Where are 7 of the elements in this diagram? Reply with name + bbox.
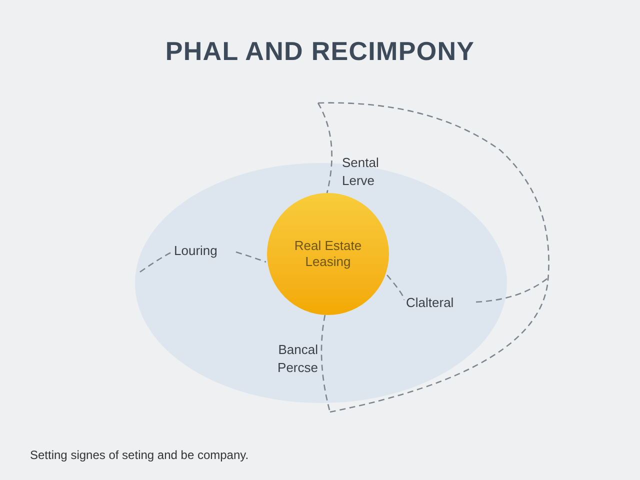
title: PHAL AND RECIMPONY — [164, 35, 476, 68]
arc-label: Sental Lerve — [342, 154, 380, 190]
arc-label: Louring — [174, 242, 218, 260]
circle-label: Real Estate Leasing — [293, 238, 363, 270]
arc-label: Bancal Percse — [276, 341, 318, 376]
caption: Setting signes of seting and be company. — [30, 447, 249, 464]
arc-label: Clalteral — [406, 294, 455, 312]
